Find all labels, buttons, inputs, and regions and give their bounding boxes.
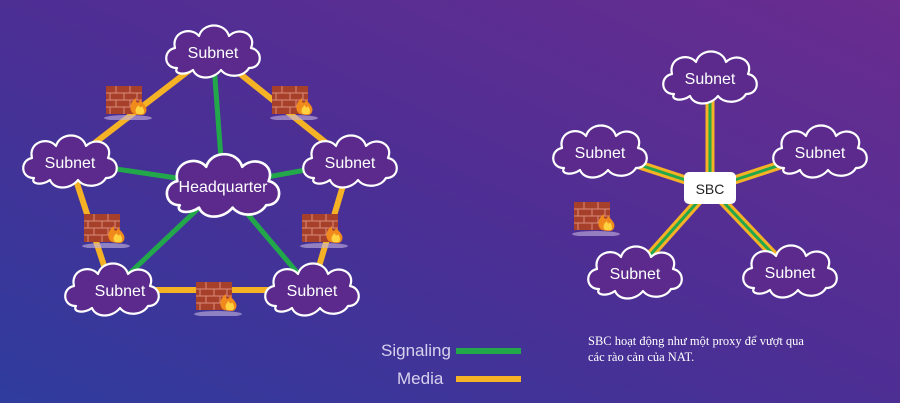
sbc-label: SBC [696,181,725,197]
legend-media-label: Media [397,369,444,388]
caption-line-1: SBC hoạt động như một proxy để vượt qua [588,334,804,348]
subnet-label-bottom-right: Subnet [287,283,338,300]
subnet-label-right: Subnet [325,155,376,172]
subnet-label-top: Subnet [685,71,736,88]
subnet-label-top: Subnet [188,45,239,62]
subnet-label-right: Subnet [795,145,846,162]
legend-signaling-label: Signaling [381,341,451,360]
subnet-label-bottom-left: Subnet [95,283,146,300]
headquarter-label: Headquarter [179,179,269,196]
sbc-box [684,172,736,204]
subnet-label-left: Subnet [45,155,96,172]
subnet-label-left: Subnet [575,145,626,162]
caption-line-2: các rào cản của NAT. [588,350,695,364]
subnet-label-bottom-left: Subnet [610,266,661,283]
caption: SBC hoạt động như một proxy để vượt qua … [588,333,868,365]
subnet-label-bottom-right: Subnet [765,265,816,282]
